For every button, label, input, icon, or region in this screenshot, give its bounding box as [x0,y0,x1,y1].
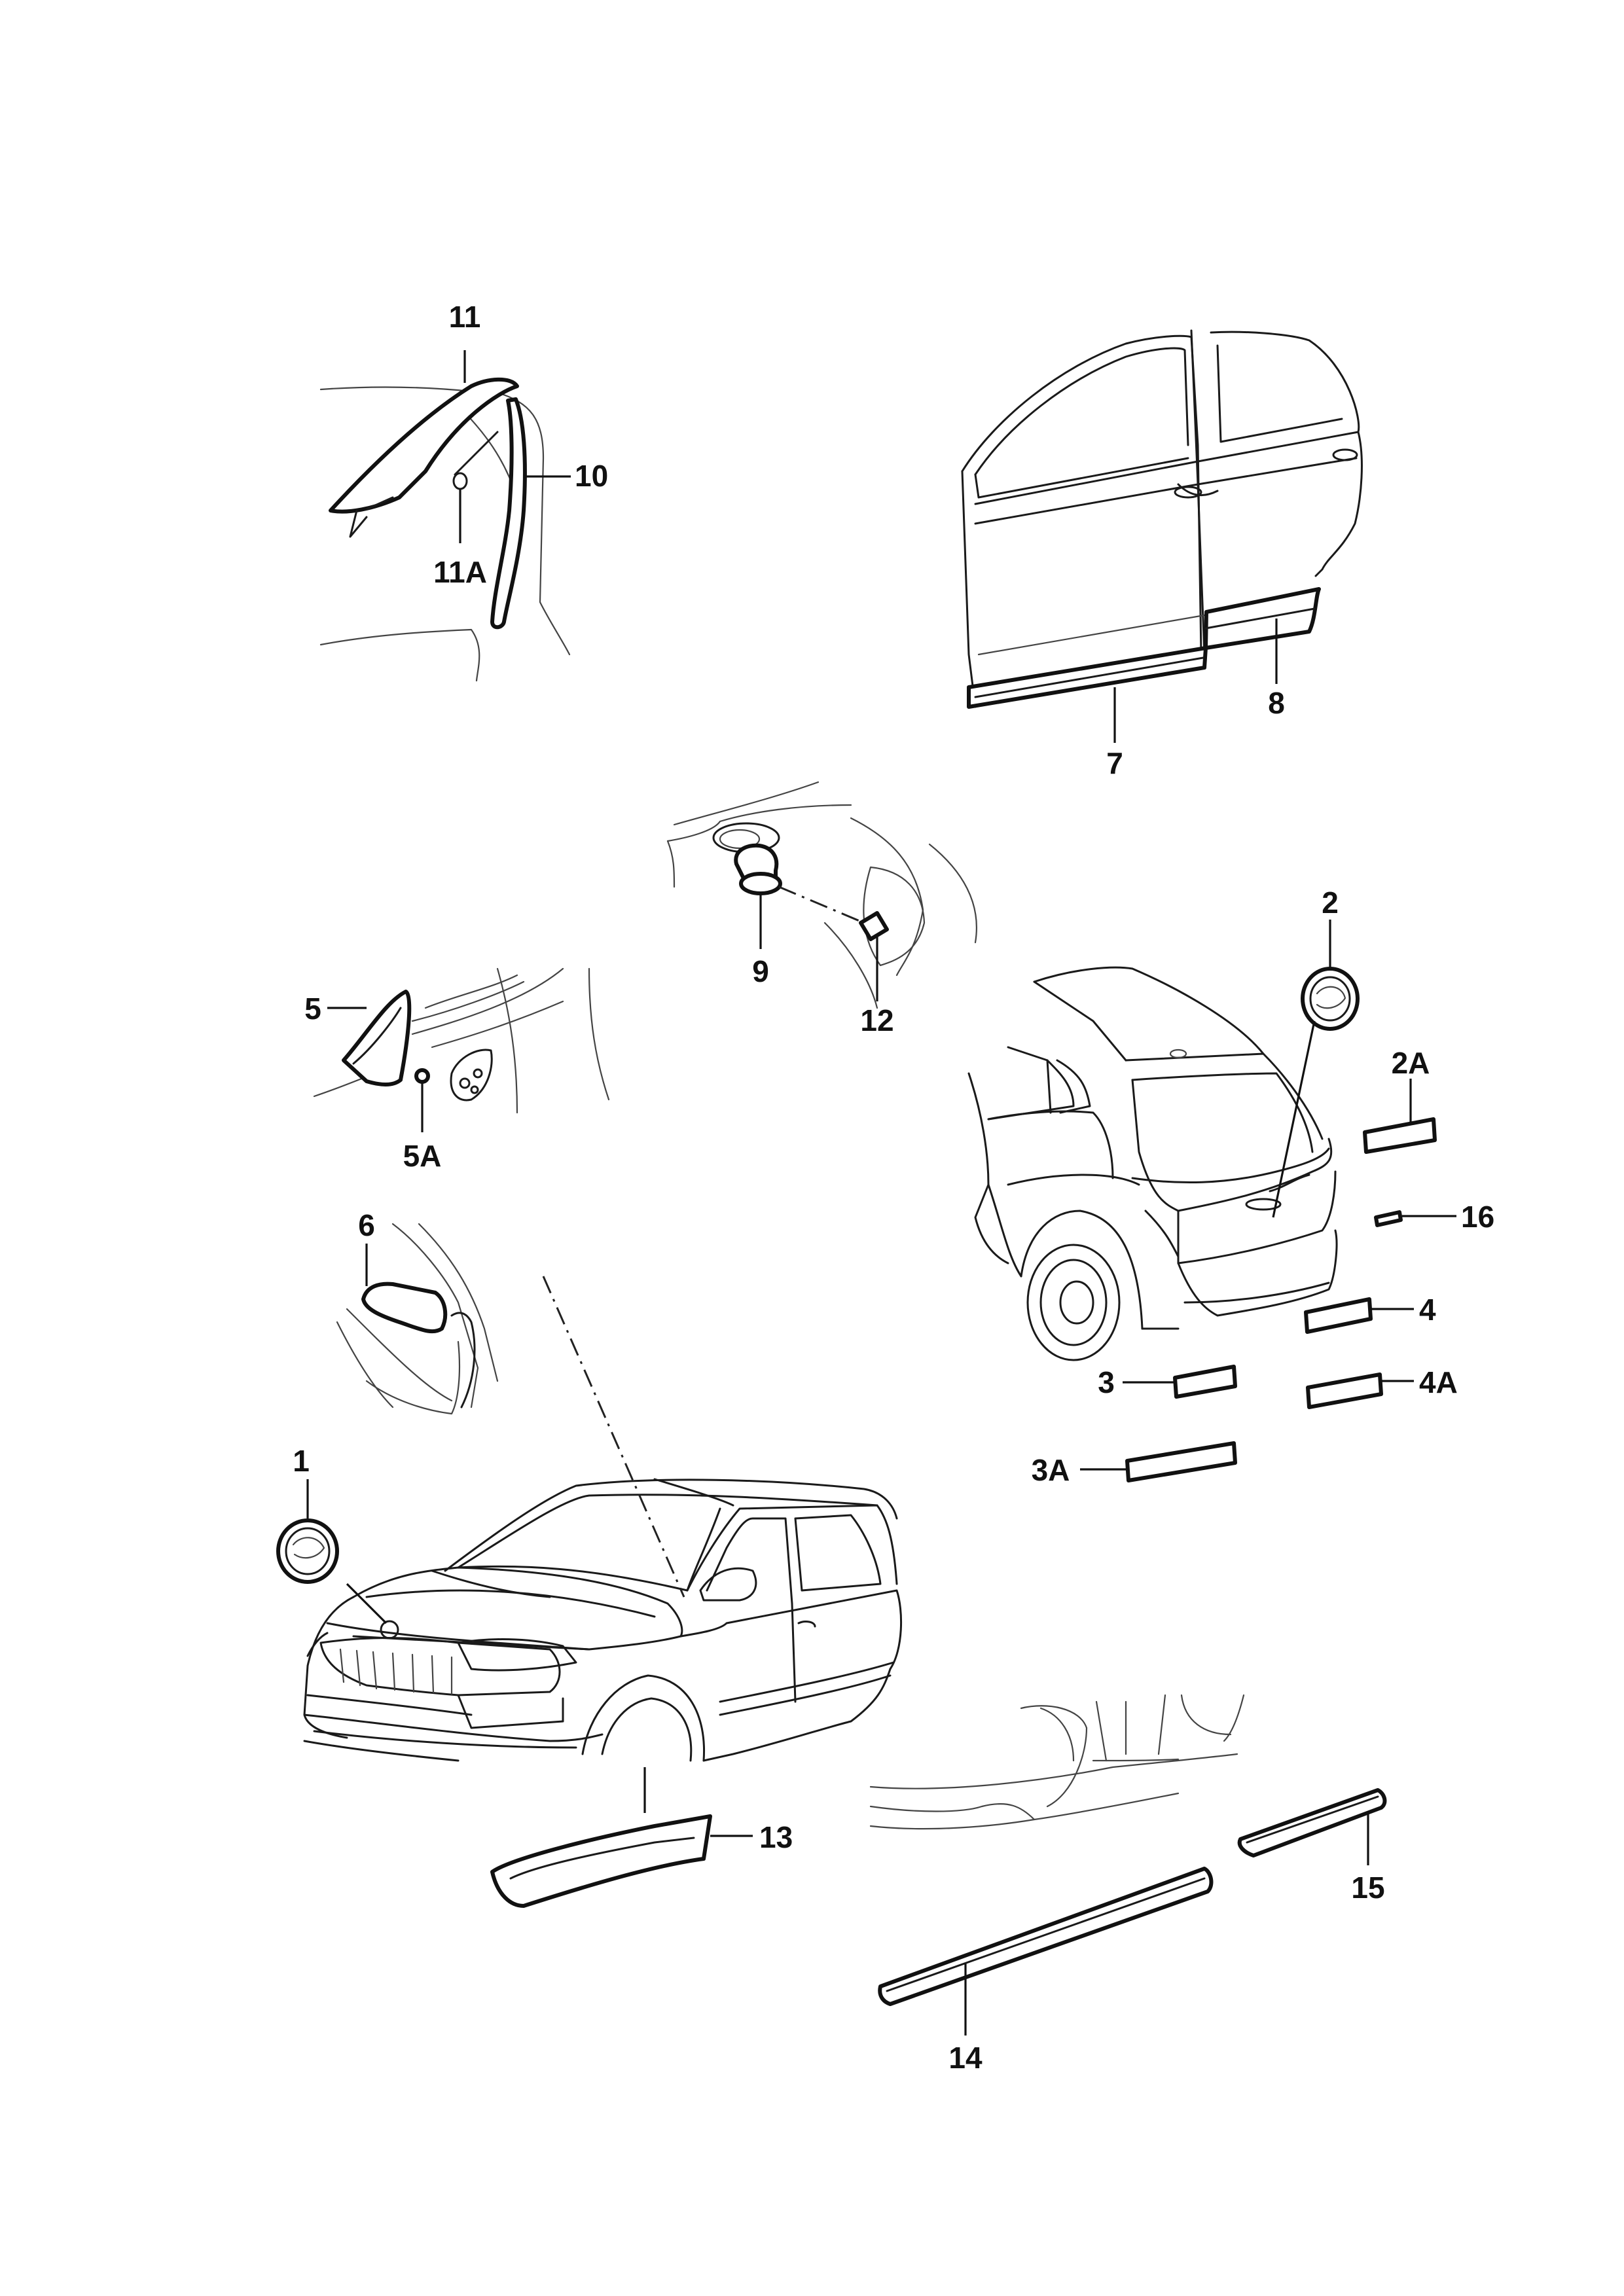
badge-16-part [1374,1210,1403,1227]
wheel-arch-trim-part [490,1814,712,1908]
label-2a: 2A [1392,1046,1430,1080]
mirror-cover-group [313,967,610,1132]
label-3: 3 [1098,1365,1115,1399]
pillar-trim-part [490,397,527,630]
label-16: 16 [1461,1200,1494,1234]
label-4a: 4A [1419,1365,1458,1399]
label-2: 2 [1322,886,1339,920]
badge-3a-part [1125,1441,1237,1482]
flap-rod-part [859,911,889,941]
label-11: 11 [449,300,481,334]
front-emblem-part [276,1518,339,1584]
mirror-triangle-part [342,990,412,1086]
label-3a: 3A [1032,1453,1070,1487]
roof-trim-part [329,377,519,514]
badge-4-part [1304,1297,1373,1334]
pillar-cap-group [336,1223,499,1415]
sill-end-part [1237,1788,1387,1857]
doors-moulding-group [961,329,1363,743]
label-14: 14 [948,2041,983,2075]
label-12: 12 [860,1003,893,1037]
pillar-cap-part [361,1282,448,1334]
label-6: 6 [358,1208,375,1242]
a-pillar-trim-group [319,350,571,682]
front-car-group [276,1276,903,1908]
badge-3-part [1173,1365,1237,1399]
label-11a: 11A [433,555,487,589]
label-10: 10 [575,459,608,493]
fuel-flap-group [666,781,977,1009]
sill-strip-part [878,1867,1214,2006]
badge-4a-part [1306,1372,1383,1409]
rear-car-group [967,920,1456,1482]
label-5a: 5A [403,1139,442,1173]
clip-part [414,1068,430,1084]
rear-emblem-part [1301,967,1360,1031]
label-9: 9 [752,954,769,988]
label-5: 5 [304,992,321,1026]
label-4: 4 [1419,1293,1436,1327]
badge-2a-part [1363,1117,1437,1154]
label-15: 15 [1351,1871,1384,1905]
label-7: 7 [1106,746,1123,780]
screw-part [454,431,499,476]
callout-labels: 11 10 11A 8 7 9 12 2 2A 5 5A 16 6 4 3 4A… [293,300,1494,2075]
label-1: 1 [293,1444,310,1478]
label-13: 13 [759,1820,793,1854]
sill-group [869,1694,1387,2036]
label-8: 8 [1268,686,1285,720]
